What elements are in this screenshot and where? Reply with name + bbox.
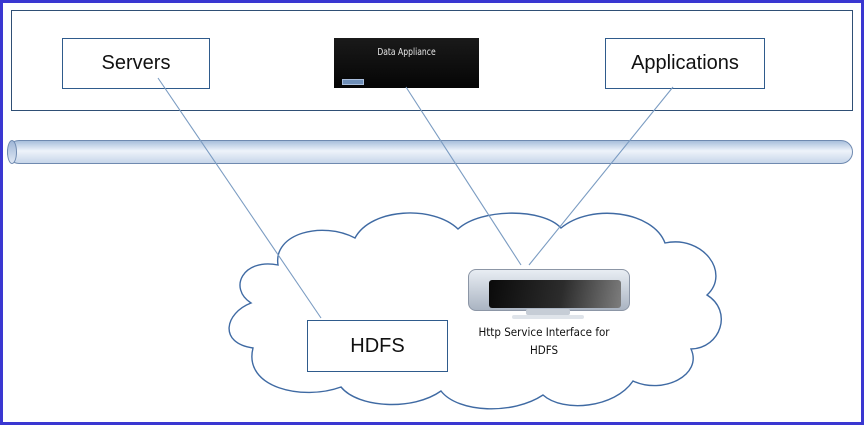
applications-node: Applications	[605, 38, 765, 89]
monitor-stand	[526, 309, 570, 315]
service-interface-line1: Http Service Interface for	[478, 325, 610, 339]
hdfs-label: HDFS	[350, 334, 405, 357]
network-bus-pipe-end	[7, 140, 17, 164]
applications-label: Applications	[631, 52, 739, 74]
monitor-icon	[462, 265, 634, 321]
top-panel: Servers Data Appliance Applications	[11, 10, 853, 111]
data-appliance-label: Data Appliance	[377, 47, 436, 58]
http-service-interface-label: Http Service Interface for HDFS	[451, 323, 637, 359]
server-appliance-icon: Data Appliance	[334, 38, 479, 88]
appliance-to-service-wire	[405, 86, 522, 266]
applications-to-service-wire	[528, 86, 674, 266]
monitor-base	[512, 315, 584, 319]
network-bus-pipe	[7, 140, 853, 164]
servers-label: Servers	[101, 52, 171, 74]
service-interface-line2: HDFS	[529, 343, 559, 357]
appliance-indicator	[342, 79, 364, 85]
servers-node: Servers	[62, 38, 210, 89]
hdfs-node: HDFS	[307, 320, 448, 372]
monitor-screen	[489, 280, 621, 308]
monitor-frame	[468, 269, 630, 311]
servers-to-hdfs-wire	[157, 77, 322, 319]
